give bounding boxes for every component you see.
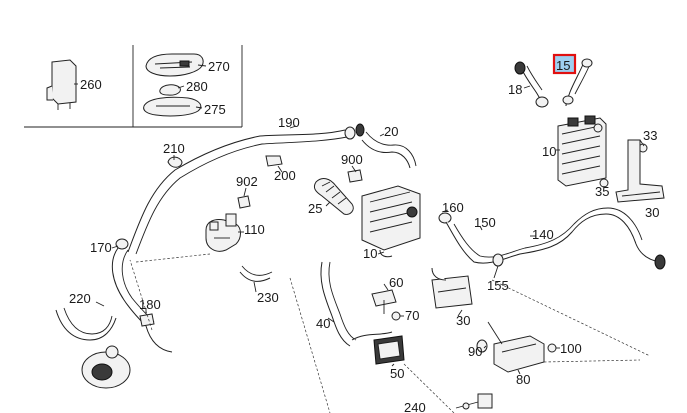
callout-180[interactable]: 180 bbox=[139, 297, 161, 312]
callout-60[interactable]: 60 bbox=[389, 275, 403, 290]
part-260-bracket[interactable] bbox=[46, 59, 77, 110]
callout-902[interactable]: 902 bbox=[236, 174, 258, 189]
leader-lines bbox=[74, 64, 645, 375]
hose-40[interactable] bbox=[320, 261, 393, 347]
part-30-bracket-a[interactable] bbox=[615, 139, 665, 203]
callout-160[interactable]: 160 bbox=[442, 200, 464, 215]
part-pump[interactable] bbox=[81, 345, 131, 389]
callout-33[interactable]: 33 bbox=[643, 128, 657, 143]
callout-10-center[interactable]: 10 bbox=[363, 246, 377, 261]
hose-170[interactable] bbox=[111, 238, 155, 327]
callout-150[interactable]: 150 bbox=[474, 215, 496, 230]
part-160-ring[interactable] bbox=[438, 212, 452, 224]
callout-280[interactable]: 280 bbox=[186, 79, 208, 94]
callout-50[interactable]: 50 bbox=[390, 366, 404, 381]
part-275-cover[interactable] bbox=[143, 96, 202, 117]
part-10-central-heater[interactable] bbox=[361, 185, 421, 258]
part-80-valve-block[interactable] bbox=[487, 321, 545, 373]
callout-100[interactable]: 100 bbox=[560, 341, 582, 356]
callout-155[interactable]: 155 bbox=[487, 278, 509, 293]
callout-80[interactable]: 80 bbox=[516, 372, 530, 387]
callout-25[interactable]: 25 bbox=[308, 201, 322, 216]
callout-20[interactable]: 20 bbox=[384, 124, 398, 139]
callout-200[interactable]: 200 bbox=[274, 168, 296, 183]
part-30-module[interactable] bbox=[431, 267, 473, 309]
part-50-bracket[interactable] bbox=[373, 335, 405, 365]
part-270-tray[interactable] bbox=[145, 53, 204, 77]
callout-220[interactable]: 220 bbox=[69, 291, 91, 306]
part-280-clip[interactable] bbox=[159, 84, 181, 96]
callout-170[interactable]: 170 bbox=[90, 240, 112, 255]
hose-190[interactable] bbox=[127, 123, 365, 255]
part-100-screw[interactable] bbox=[547, 343, 557, 353]
part-200-clip[interactable] bbox=[265, 155, 283, 167]
hose-140[interactable] bbox=[445, 207, 666, 270]
callout-230[interactable]: 230 bbox=[257, 290, 279, 305]
part-210-clamp[interactable] bbox=[167, 156, 183, 168]
callout-90[interactable]: 90 bbox=[468, 344, 482, 359]
inset-panel bbox=[24, 45, 243, 128]
part-90-nut[interactable] bbox=[476, 339, 488, 353]
callout-labels: 15 260 270 280 275 18 10 33 35 30 190 20… bbox=[69, 53, 659, 413]
part-110-valve[interactable] bbox=[205, 213, 241, 252]
callout-40[interactable]: 40 bbox=[316, 316, 330, 331]
hose-18[interactable] bbox=[514, 61, 549, 108]
part-70-nut[interactable] bbox=[391, 311, 401, 321]
hose-220[interactable] bbox=[55, 307, 173, 353]
part-60-clip[interactable] bbox=[371, 289, 397, 314]
callout-18[interactable]: 18 bbox=[508, 82, 522, 97]
highlight-box-15[interactable] bbox=[552, 53, 577, 75]
callout-70[interactable]: 70 bbox=[405, 308, 419, 323]
hose-230[interactable] bbox=[239, 265, 273, 282]
hose-15[interactable] bbox=[562, 58, 593, 107]
callout-10-top[interactable]: 10 bbox=[542, 144, 556, 159]
part-902-connector[interactable] bbox=[237, 195, 251, 209]
callout-30-bottom[interactable]: 30 bbox=[456, 313, 470, 328]
callout-240[interactable]: 240 bbox=[404, 400, 426, 413]
callout-110[interactable]: 110 bbox=[244, 222, 265, 237]
callout-210[interactable]: 210 bbox=[163, 141, 185, 156]
part-240-sensor[interactable] bbox=[455, 393, 493, 410]
callout-15[interactable]: 15 bbox=[556, 58, 570, 73]
callout-30-top[interactable]: 30 bbox=[645, 205, 659, 220]
hose-20[interactable] bbox=[361, 131, 417, 169]
callout-260[interactable]: 260 bbox=[80, 77, 102, 92]
part-900-plug[interactable] bbox=[347, 169, 363, 183]
callout-35[interactable]: 35 bbox=[595, 184, 609, 199]
callout-140[interactable]: 140 bbox=[532, 227, 554, 242]
callout-275[interactable]: 275 bbox=[204, 102, 226, 117]
part-180-clamp[interactable] bbox=[139, 313, 155, 327]
part-25-damper[interactable] bbox=[313, 178, 354, 215]
callout-190[interactable]: 190 bbox=[278, 115, 300, 130]
part-10-heater-unit[interactable] bbox=[557, 115, 607, 187]
reference-lines bbox=[129, 253, 651, 413]
callout-900[interactable]: 900 bbox=[341, 152, 363, 167]
callout-270[interactable]: 270 bbox=[208, 59, 230, 74]
